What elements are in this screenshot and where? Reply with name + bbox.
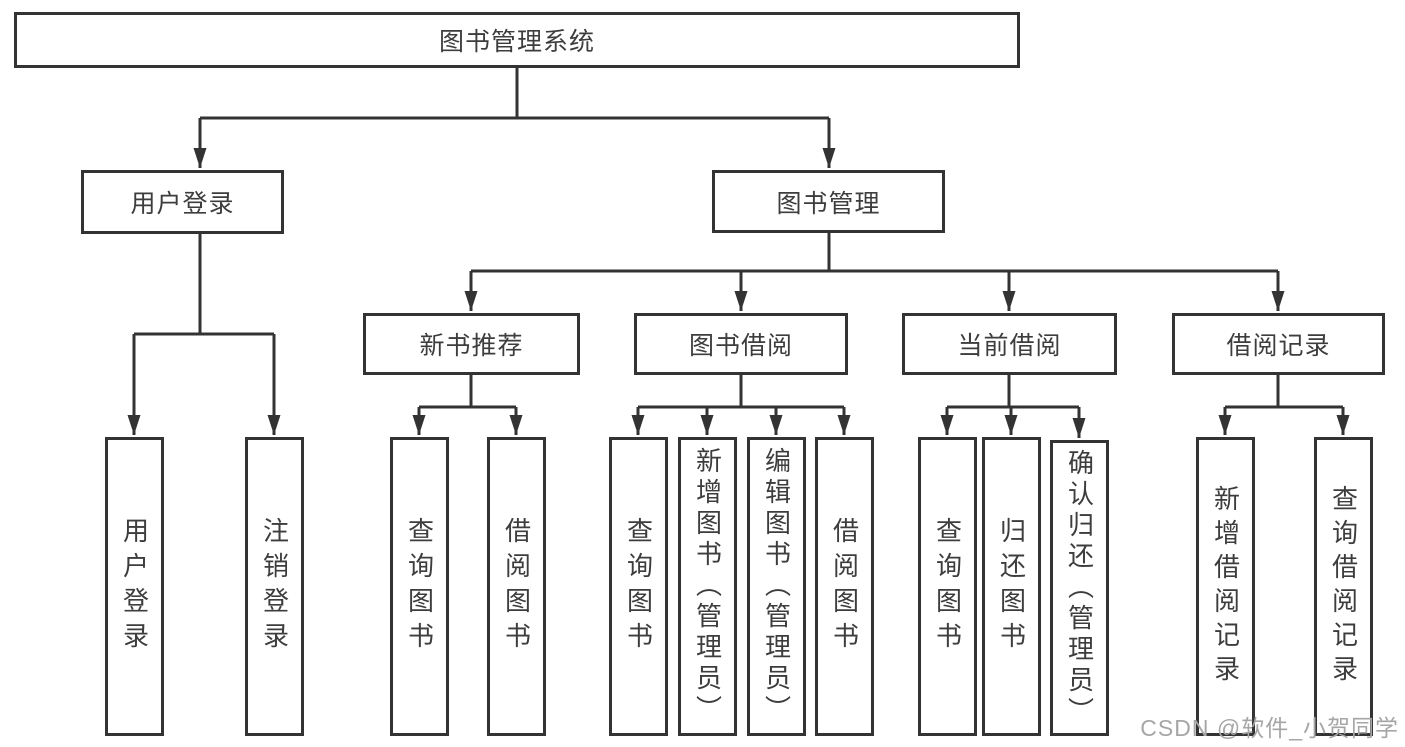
node-book-borrowing-label: 图书借阅 <box>688 332 793 360</box>
connector-user-login-trunk <box>134 232 274 336</box>
connector-current-trunk <box>947 373 1079 409</box>
node-root-system-label: 图书管理系统 <box>438 28 595 56</box>
node-current-borrowing-label: 当前借阅 <box>957 332 1062 360</box>
leaf-nb-borrow-books-label: 借阅图书 <box>501 516 532 657</box>
leaf-cb-query-books: 查询图书 <box>918 437 977 736</box>
node-borrowing-records: 借阅记录 <box>1172 313 1385 375</box>
leaf-bb-query-books: 查询图书 <box>609 437 668 736</box>
leaf-br-query-record: 查询借阅记录 <box>1314 437 1373 736</box>
node-root-system: 图书管理系统 <box>14 12 1020 68</box>
node-current-borrowing: 当前借阅 <box>902 313 1117 375</box>
connector-new-books-trunk <box>419 373 516 409</box>
leaf-bb-query-books-label: 查询图书 <box>623 516 654 657</box>
leaf-bb-borrow-books: 借阅图书 <box>815 437 874 736</box>
csdn-watermark: CSDN @软件_小贺同学 <box>1140 715 1399 741</box>
leaf-br-add-record: 新增借阅记录 <box>1196 437 1255 736</box>
leaf-bb-edit-books-admin: 编辑图书（管理员） <box>747 437 806 736</box>
node-book-borrowing: 图书借阅 <box>634 313 848 375</box>
leaf-br-add-record-label: 新增借阅记录 <box>1210 484 1241 689</box>
leaf-nb-query-books: 查询图书 <box>390 437 449 736</box>
leaf-bb-borrow-books-label: 借阅图书 <box>829 516 860 657</box>
connector-book-mgmt-trunk <box>471 231 1278 273</box>
leaf-bb-add-books-admin-label: 新增图书（管理员） <box>692 447 723 726</box>
leaf-user-login-label: 用户登录 <box>119 516 150 657</box>
connector-root-trunk <box>200 66 829 120</box>
leaf-user-login: 用户登录 <box>105 437 164 736</box>
node-book-management: 图书管理 <box>712 170 945 233</box>
leaf-bb-add-books-admin: 新增图书（管理员） <box>678 437 737 736</box>
node-user-login-label: 用户登录 <box>130 190 235 218</box>
leaf-cb-confirm-return-admin-label: 确认归还（管理员） <box>1064 448 1095 728</box>
connector-records-trunk <box>1225 373 1343 409</box>
leaf-cb-return-books: 归还图书 <box>982 437 1041 736</box>
node-user-login: 用户登录 <box>81 170 284 234</box>
node-new-book-recommend: 新书推荐 <box>363 313 580 375</box>
leaf-nb-query-books-label: 查询图书 <box>404 516 435 657</box>
leaf-cb-return-books-label: 归还图书 <box>996 516 1027 657</box>
leaf-cb-confirm-return-admin: 确认归还（管理员） <box>1050 440 1109 736</box>
node-new-book-recommend-label: 新书推荐 <box>419 332 524 360</box>
leaf-logout: 注销登录 <box>245 437 304 736</box>
leaf-br-query-record-label: 查询借阅记录 <box>1328 484 1359 689</box>
leaf-bb-edit-books-admin-label: 编辑图书（管理员） <box>761 447 792 726</box>
node-borrowing-records-label: 借阅记录 <box>1226 332 1331 360</box>
leaf-logout-label: 注销登录 <box>259 516 290 657</box>
leaf-cb-query-books-label: 查询图书 <box>932 516 963 657</box>
leaf-nb-borrow-books: 借阅图书 <box>487 437 546 736</box>
connector-borrowing-trunk <box>638 373 844 409</box>
node-book-management-label: 图书管理 <box>776 189 881 218</box>
